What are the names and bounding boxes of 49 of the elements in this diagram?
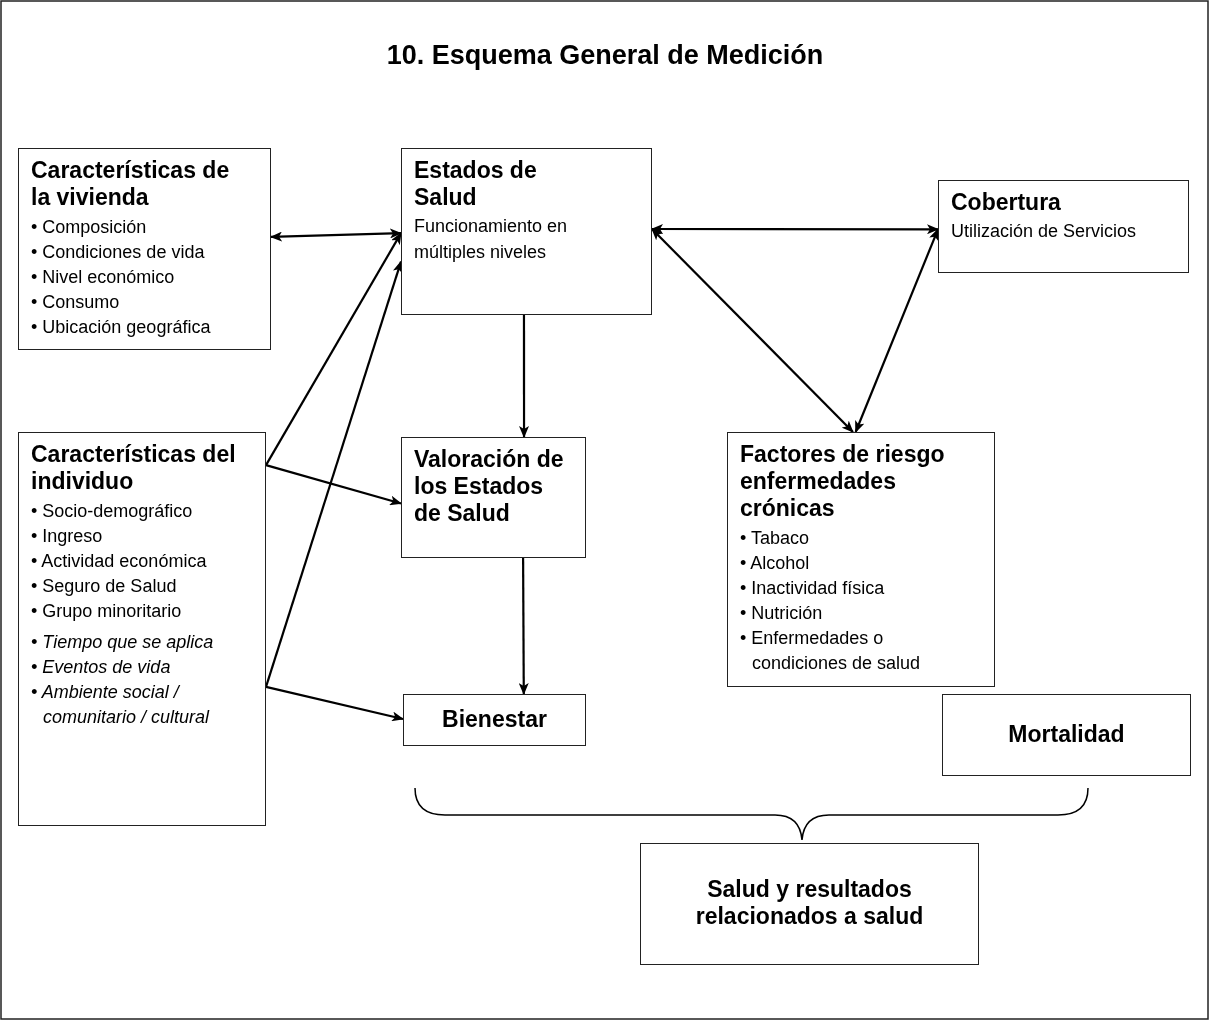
box-heading: Factores de riesgo enfermedades crónicas (740, 441, 946, 522)
text-box (727, 432, 995, 687)
box-heading: Características del individuo (31, 441, 237, 495)
box-heading: Estados de Salud (414, 157, 538, 211)
bullet-item: • Eventos de vida (31, 656, 172, 679)
bullet-item: • Tabaco (740, 527, 811, 550)
bullet-item: • Tiempo que se aplica (31, 631, 215, 654)
arrow (264, 260, 403, 688)
text-box (401, 148, 652, 315)
arrow (854, 228, 939, 433)
box-heading: Bienestar (442, 705, 547, 733)
bullet-item: • Condiciones de vida (31, 241, 206, 264)
arrow (519, 315, 529, 438)
bullet-item: • Nivel económico (31, 266, 176, 289)
arrow (265, 232, 402, 466)
box-heading: Características de la vivienda (31, 157, 231, 211)
bullet-item: • Ubicación geográfica (31, 316, 212, 339)
arrow (265, 464, 402, 506)
arrow (651, 228, 854, 433)
arrow (651, 224, 939, 235)
bullet-item: • Inactividad física (740, 577, 886, 600)
bullet-item: • Enfermedades o condiciones de salud (740, 627, 922, 675)
box-heading: Salud y resultados relacionados a salud (694, 876, 925, 930)
arrow (518, 558, 529, 695)
box-heading: Valoración de los Estados de Salud (414, 446, 565, 527)
text-box (938, 180, 1189, 273)
bullet-item: • Nutrición (740, 602, 824, 625)
text-box (401, 437, 586, 558)
box-description: Utilización de Servicios (951, 220, 1138, 243)
text-box (18, 148, 271, 350)
box-heading: Mortalidad (1008, 720, 1125, 748)
bullet-item: • Consumo (31, 291, 121, 314)
text-box (403, 694, 586, 746)
box-heading: Cobertura (951, 189, 1062, 216)
bullet-item: • Ingreso (31, 525, 104, 548)
bullet-item: • Composición (31, 216, 148, 239)
arrow (270, 228, 402, 242)
bullet-item: • Socio-demográfico (31, 500, 194, 523)
bullet-item: • Alcohol (740, 552, 811, 575)
text-box (942, 694, 1191, 776)
diagram-title: 10. Esquema General de Medición (385, 40, 825, 71)
bullet-item: • Grupo minoritario (31, 600, 183, 623)
bullet-item: • Seguro de Salud (31, 575, 178, 598)
text-box (18, 432, 266, 826)
box-description: Funcionamiento en múltiples niveles (414, 215, 569, 264)
bullet-item: • Actividad económica (31, 550, 208, 573)
arrow (265, 685, 404, 722)
text-box (640, 843, 979, 965)
bullet-item: • Ambiente social / comunitario / cultural (31, 681, 211, 729)
